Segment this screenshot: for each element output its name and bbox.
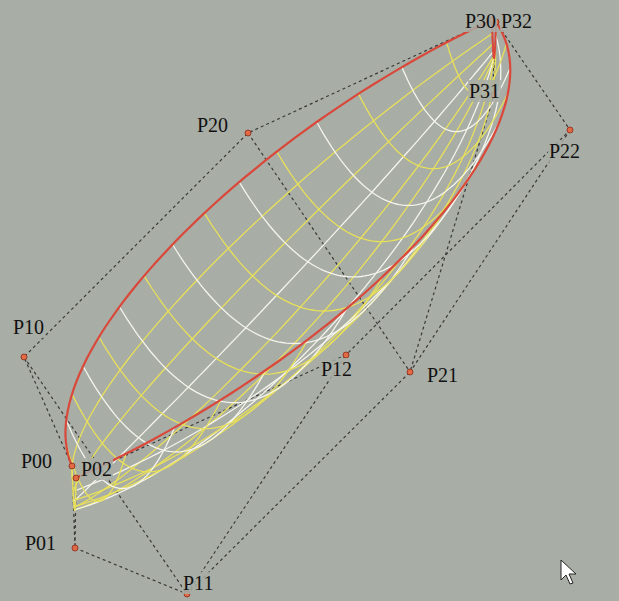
control-point-label: P21 [426,364,459,386]
control-point [21,354,27,360]
control-polygon [76,22,570,478]
control-point [73,475,79,481]
surface-isoline [66,420,174,488]
surface-boundary [66,20,493,466]
control-point [407,369,413,375]
control-point-label: P22 [548,140,581,162]
surface-isoline [76,45,496,500]
control-point-label: P20 [196,114,229,136]
surface-isoline [74,52,494,502]
control-point [567,127,573,133]
control-point-label: P02 [80,458,113,480]
control-polygon [75,95,494,594]
surface-isoline [74,56,494,507]
surface-isoline [73,44,493,493]
surface-isoline [317,122,500,206]
control-point-label: P11 [182,572,214,594]
control-point-label: P32 [500,10,533,32]
surface-isoline [277,151,486,242]
mouse-cursor [561,560,576,584]
surface-isoline [72,34,493,481]
control-point-label: P31 [468,80,501,102]
surface-isoline [359,94,508,169]
surface-boundary [72,466,76,510]
control-point-label: P12 [320,358,353,380]
control-polygon [24,20,492,466]
surface-isoline [120,307,348,403]
control-point-label: P01 [24,532,57,554]
surface-isoline [173,244,416,343]
surface-isoline [76,35,501,490]
surface-isoline [75,53,495,507]
surface-isoline [83,366,266,452]
surface-isoline [239,181,467,277]
control-point [245,130,251,136]
surface-boundary [76,22,510,478]
control-point-label: P30 [464,10,497,32]
control-point [72,545,78,551]
control-point-label: P10 [12,316,45,338]
control-point-label: P00 [20,450,53,472]
control-point [69,463,75,469]
surface-isoline [99,337,308,429]
surface-isoline [204,213,443,311]
